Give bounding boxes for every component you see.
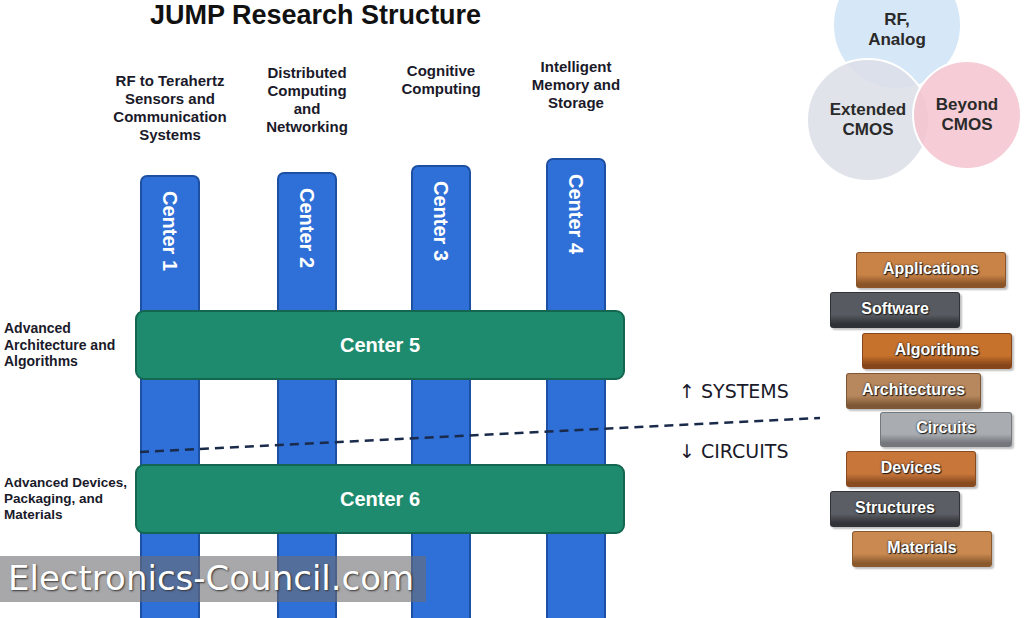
stack-layer: Materials [852,531,992,567]
layer-label: Software [831,299,959,318]
systems-label: ↑ SYSTEMS [676,380,792,402]
stack-layer: Architectures [846,373,981,409]
circle-shape [913,61,1021,169]
circle-shape [807,59,929,181]
layer-label: Architectures [847,380,980,399]
stack-layer: Circuits [880,412,1012,447]
stack-layer: Devices [846,451,976,487]
center-name: Center 3 [429,181,453,261]
center-name: Center 1 [158,191,182,271]
layer-label: Devices [847,458,975,477]
circle-label: RF, Analog [862,10,932,51]
center-heading: Advanced Devices, Packaging, and Materia… [4,475,132,524]
circle-label: Extended CMOS [820,100,916,141]
diagram-title: JUMP Research Structure [150,0,481,31]
center-band: Advanced Devices, Packaging, and Materia… [0,464,628,534]
center-heading: Distributed Computing and Networking [257,64,357,136]
center-heading: Advanced Architecture and Algorithms [4,320,132,370]
center-heading: RF to Terahertz Sensors and Communicatio… [100,72,240,144]
stack-layer: Algorithms [862,333,1012,369]
layer-label: Circuits [881,418,1011,437]
center-name: Center 2 [295,188,319,268]
stack-layer: Structures [830,491,960,527]
layer-label: Structures [831,498,959,517]
stack-layer: Applications [856,252,1006,288]
stack-layer: Software [830,292,960,328]
technology-circle: Beyond CMOS [912,60,1022,170]
center-name: Center 4 [564,174,588,254]
center-heading: Intelligent Memory and Storage [515,58,637,112]
circle-label: Beyond CMOS [924,95,1010,136]
center-band: Advanced Architecture and AlgorithmsCent… [0,310,628,380]
layer-label: Materials [853,538,991,557]
center-name: Center 5 [135,333,625,357]
center-name: Center 6 [135,487,625,511]
circuits-label: ↓ CIRCUITS [676,440,792,462]
watermark: Electronics-Council.com [0,556,426,602]
technology-circle: Extended CMOS [806,58,930,182]
layer-label: Applications [857,259,1005,278]
center-heading: Cognitive Computing [389,62,493,98]
layer-label: Algorithms [863,340,1011,359]
